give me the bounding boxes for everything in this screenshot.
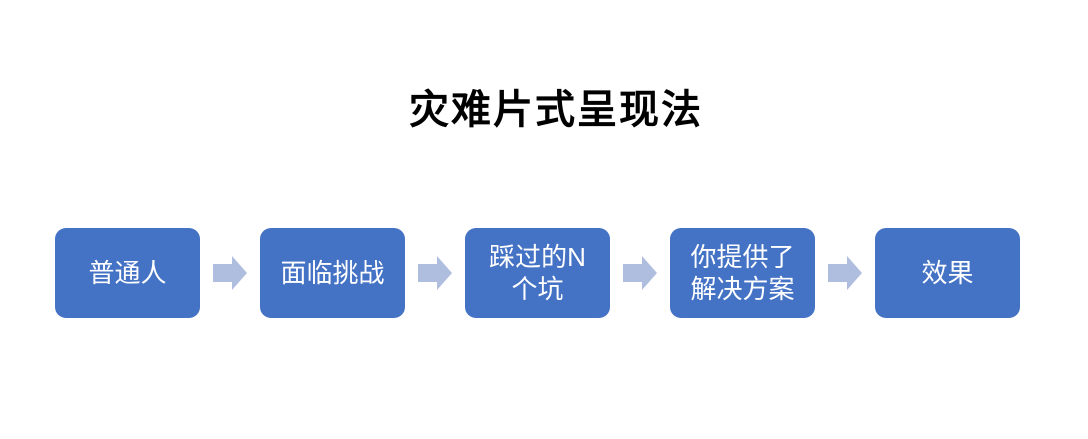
flow-step-1: 普通人: [55, 228, 200, 318]
flow-step-5: 效果: [875, 228, 1020, 318]
flow-step-1-label: 普通人: [88, 258, 167, 288]
flow-step-4: 你提供了 解决方案: [670, 228, 815, 318]
connector-4: [815, 228, 875, 318]
connector-2: [405, 228, 465, 318]
right-block-arrow-icon: [623, 256, 657, 290]
right-block-arrow-icon: [213, 256, 247, 290]
flow-step-2: 面临挑战: [260, 228, 405, 318]
flow-step-3-label: 踩过的N 个坑: [489, 242, 586, 304]
connector-3: [610, 228, 670, 318]
process-flow: 普通人 面临挑战 踩过的N 个坑 你提供了 解决方案: [55, 228, 1020, 318]
flow-step-3: 踩过的N 个坑: [465, 228, 610, 318]
diagram-title: 灾难片式呈现法: [409, 88, 703, 132]
flow-step-4-label: 你提供了 解决方案: [690, 242, 795, 304]
connector-1: [200, 228, 260, 318]
flow-step-5-label: 效果: [921, 258, 974, 288]
right-block-arrow-icon: [828, 256, 862, 290]
flow-step-2-label: 面临挑战: [280, 258, 385, 288]
right-block-arrow-icon: [418, 256, 452, 290]
